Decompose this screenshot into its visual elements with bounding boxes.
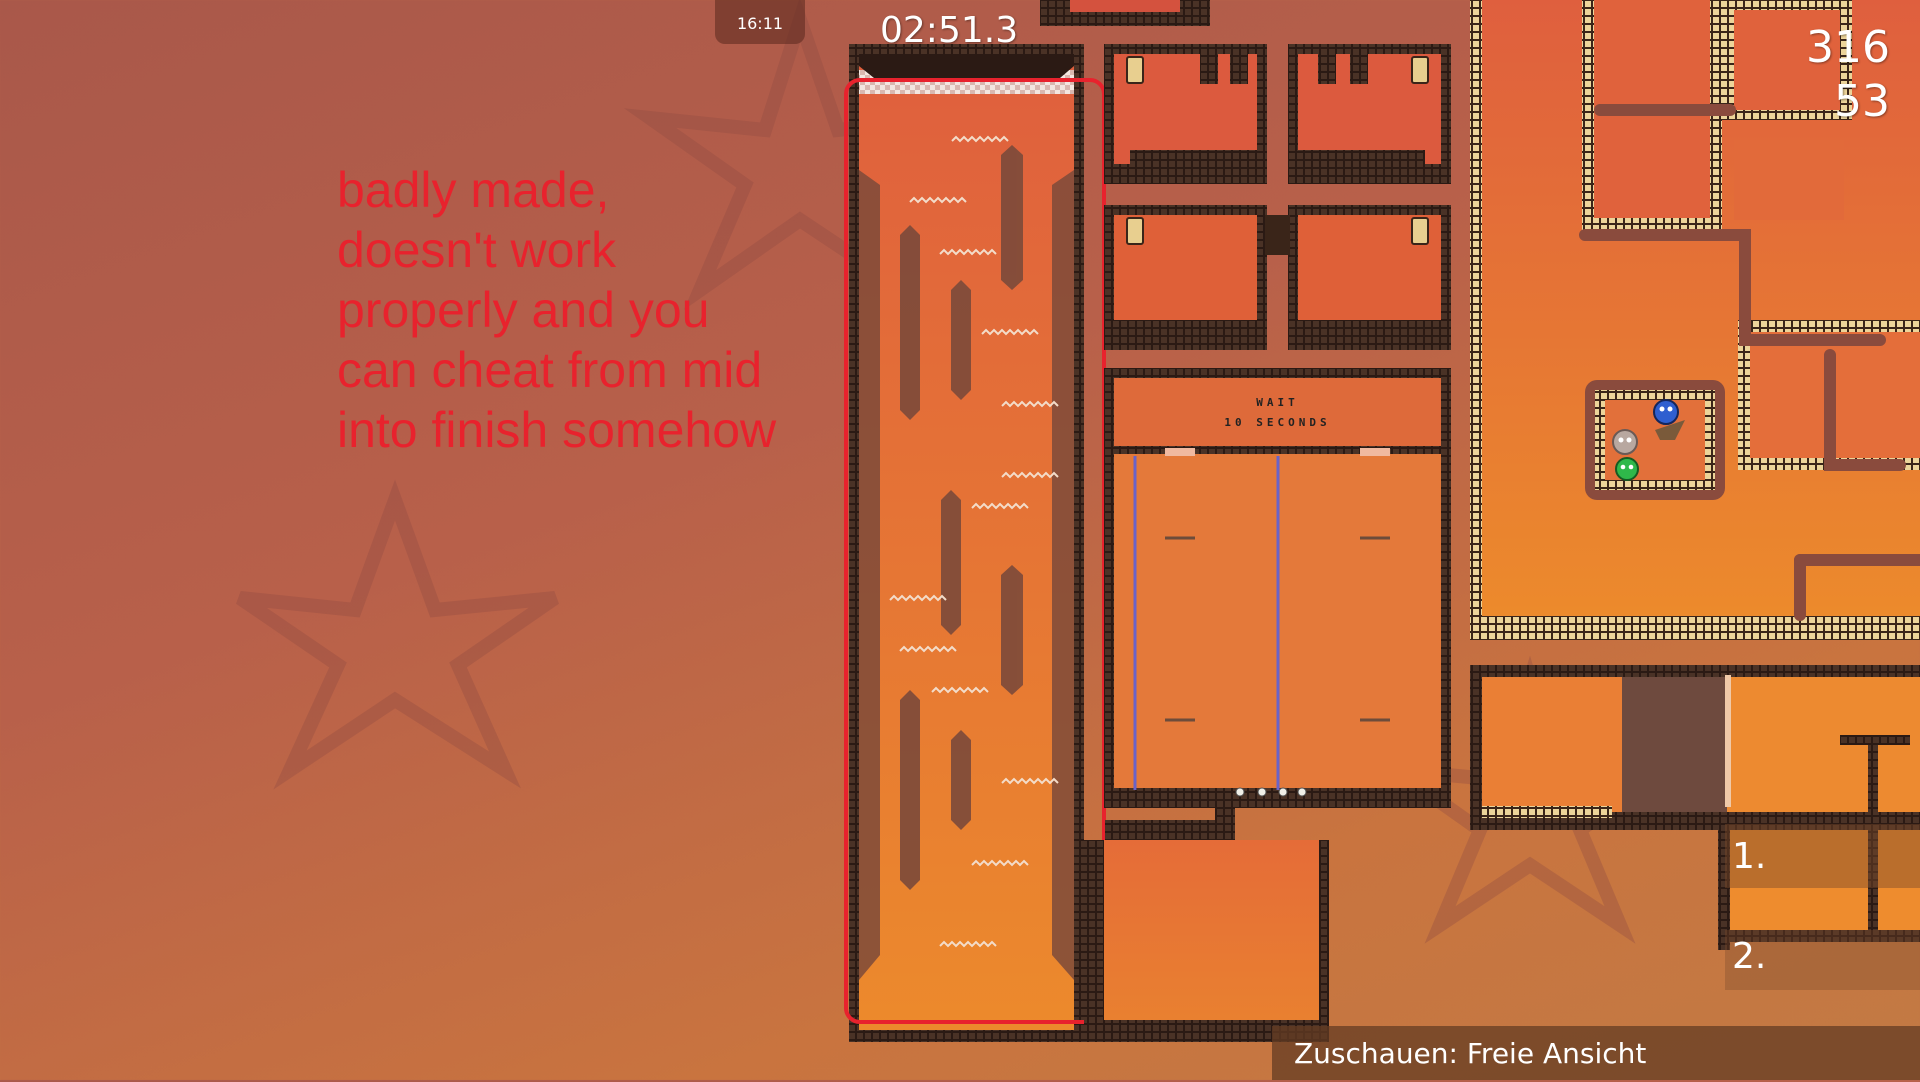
annotation-line: into finish somehow	[337, 402, 777, 458]
right-region	[1470, 0, 1920, 640]
score-top: 316	[1806, 22, 1890, 73]
annotation-text: badly made, doesn't work properly and yo…	[337, 160, 817, 460]
annotation-line: doesn't work	[337, 222, 617, 278]
bottom-area	[849, 800, 1329, 1042]
small-rooms	[1104, 44, 1451, 350]
player-blue	[1653, 399, 1685, 440]
score-bottom: 53	[1834, 76, 1890, 127]
wait-room	[1104, 368, 1451, 808]
clock-display: 16:11	[715, 0, 805, 44]
bottom-right-rooms	[1470, 665, 1920, 950]
speedup-arrows	[889, 135, 1059, 948]
wait-sign-line2: 10 SECONDS	[1224, 416, 1331, 429]
rank-1-label: 1.	[1732, 836, 1767, 877]
long-corridor	[849, 44, 1084, 1040]
race-timer: 02:51.3	[880, 10, 1019, 51]
player-grey	[1612, 429, 1638, 455]
annotation-line: badly made,	[337, 162, 610, 218]
annotation-line: can cheat from mid	[337, 342, 763, 398]
annotation-line: properly and you	[337, 282, 710, 338]
wait-sign-line1: WAIT	[1256, 396, 1299, 409]
rank-2-label: 2.	[1732, 936, 1767, 977]
player-green	[1615, 457, 1639, 481]
spectate-status-bar: Zuschauen: Freie Ansicht	[1272, 1026, 1920, 1080]
